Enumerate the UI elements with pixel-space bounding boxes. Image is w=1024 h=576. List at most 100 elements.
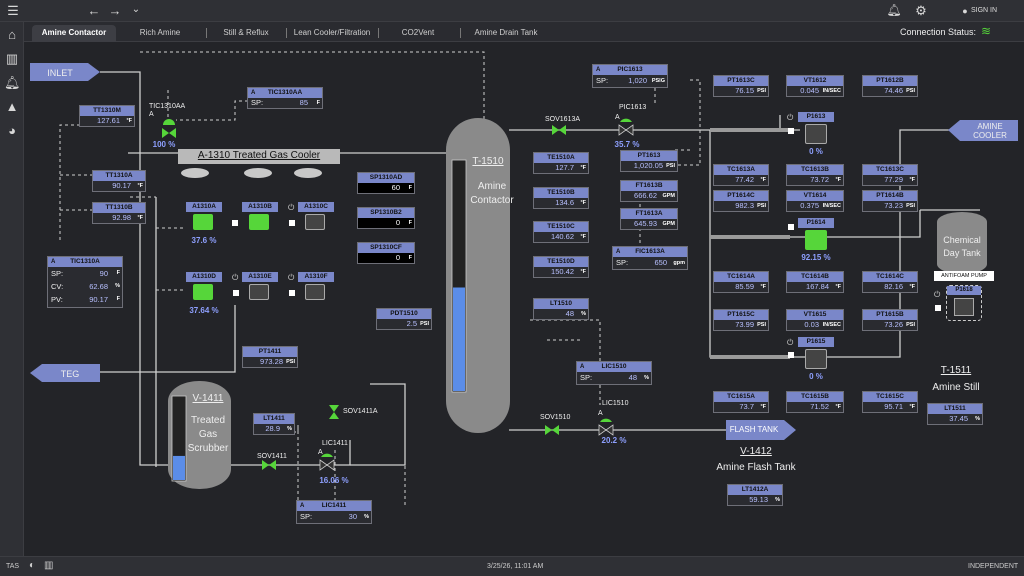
- p1614-pump[interactable]: P1614 92.15 %: [798, 218, 834, 262]
- a1310f-checkbox[interactable]: [289, 290, 295, 296]
- a1310c-checkbox[interactable]: [289, 220, 295, 226]
- tag-value: 1,020.05: [633, 161, 663, 170]
- tab-rich-amine[interactable]: Rich Amine: [139, 28, 181, 37]
- p1615-pump[interactable]: P1615 0 %: [798, 337, 834, 381]
- flash-tank-label[interactable]: FLASH TANK: [729, 425, 779, 434]
- tab-amine-contactor[interactable]: Amine Contactor: [32, 25, 116, 42]
- chart-mini-icon[interactable]: ▥: [44, 560, 54, 571]
- a1310f-power-icon[interactable]: ⏻: [288, 273, 295, 282]
- chevron-down-icon[interactable]: ⌄: [131, 4, 141, 15]
- p1618-checkbox[interactable]: [935, 305, 941, 311]
- amine-cooler-label-1[interactable]: AMINE: [977, 122, 1003, 131]
- sign-in-button[interactable]: SIGN IN: [971, 7, 998, 14]
- p1614-checkbox[interactable]: [788, 224, 794, 230]
- te1510c-tag[interactable]: TE1510C 140.62°F: [533, 221, 589, 243]
- sp-label: SP:: [251, 98, 264, 107]
- gas-cooler-title: A-1310 Treated Gas Cooler: [197, 150, 321, 161]
- p1613-power-icon[interactable]: ⏻: [787, 113, 794, 122]
- profile-settings-icon[interactable]: ⚙: [915, 3, 927, 18]
- tt1310a-tag[interactable]: TT1310A 90.17°F: [92, 170, 146, 192]
- a1310c-power-icon[interactable]: ⏻: [288, 203, 295, 212]
- globe-icon[interactable]: ◕: [8, 123, 16, 138]
- tag-name: TIC1310A: [70, 258, 100, 265]
- chart-icon[interactable]: ▥: [5, 51, 19, 66]
- tag-value: 73.23: [884, 201, 903, 210]
- forward-arrow-icon[interactable]: →: [108, 3, 122, 18]
- alarm-bell-icon[interactable]: 🔔︎: [4, 75, 21, 90]
- tag-unit: IN/SEC: [822, 88, 841, 94]
- a1310c-fan-unit[interactable]: A1310C: [298, 202, 334, 242]
- tab-lean-cooler[interactable]: Lean Cooler/Filtration: [293, 28, 371, 37]
- a1310b-fan-unit[interactable]: A1310B: [242, 202, 278, 242]
- a1310e-power-icon[interactable]: ⏻: [232, 273, 239, 282]
- p1615-power-icon[interactable]: ⏻: [787, 338, 794, 347]
- a1310f-fan-unit[interactable]: A1310F: [298, 272, 334, 312]
- lt1510-tag[interactable]: LT1510 48%: [533, 298, 589, 320]
- tab-co2vent[interactable]: CO2Vent: [401, 28, 435, 37]
- te1510d-tag[interactable]: TE1510D 150.42°F: [533, 256, 589, 278]
- tt1310m-tag[interactable]: TT1310M 127.61°F: [79, 105, 135, 127]
- te1510b-tag[interactable]: TE1510B 134.6°F: [533, 187, 589, 209]
- a1310b-checkbox[interactable]: [232, 220, 238, 226]
- a1310e-fan-unit[interactable]: A1310E: [242, 272, 278, 312]
- tab-still-reflux[interactable]: Still & Reflux: [223, 28, 269, 37]
- home-icon[interactable]: ⌂: [8, 27, 16, 42]
- p1613-pump[interactable]: P1613 0 %: [798, 112, 834, 156]
- p1618-power-icon[interactable]: ⏻: [934, 290, 941, 299]
- a1310d-fan-unit[interactable]: A1310D 37.64 %: [186, 272, 222, 316]
- p1615-checkbox[interactable]: [788, 352, 794, 358]
- p1618-pump[interactable]: P1618: [946, 285, 982, 321]
- amine-cooler-label-2[interactable]: COOLER: [973, 131, 1007, 140]
- p1613-checkbox[interactable]: [788, 128, 794, 134]
- gas-cooler-banner: [178, 149, 340, 164]
- a1310a-fan-unit[interactable]: A1310A 37.6 %: [186, 202, 222, 246]
- tag-value: 1,020: [628, 76, 647, 85]
- menu-icon[interactable]: ☰: [7, 3, 19, 18]
- a1310e-checkbox[interactable]: [233, 290, 239, 296]
- tab-amine-drain-tank[interactable]: Amine Drain Tank: [474, 28, 538, 37]
- mountain-icon[interactable]: ▲: [5, 99, 19, 114]
- theme-toggle-icon[interactable]: ◐: [29, 560, 36, 571]
- lt1411-tag[interactable]: LT1411 28.9%: [253, 413, 295, 435]
- inlet-label[interactable]: INLET: [47, 68, 73, 78]
- teg-label[interactable]: TEG: [60, 369, 80, 379]
- te1510a-tag[interactable]: TE1510A 127.7°F: [533, 152, 589, 174]
- back-arrow-icon[interactable]: ←: [87, 3, 101, 18]
- bell-icon[interactable]: 🔔︎: [886, 3, 902, 17]
- tt1310b-tag[interactable]: TT1310B 92.98°F: [92, 202, 146, 224]
